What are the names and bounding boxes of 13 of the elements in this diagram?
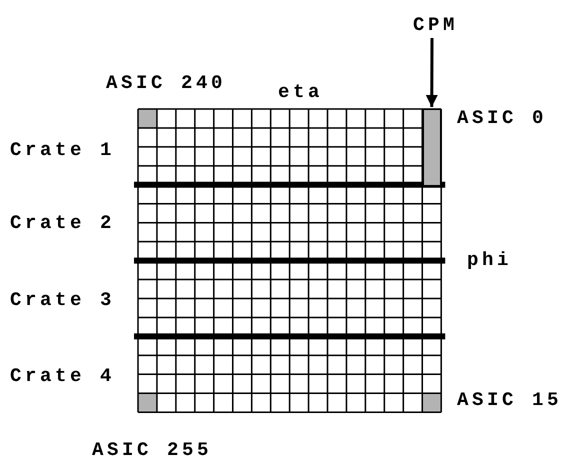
crate-label: Crate 3: [10, 290, 116, 310]
axis-label: eta: [278, 82, 324, 102]
axis-label: phi: [467, 250, 512, 270]
arrow: [426, 38, 438, 107]
crate-label: Crate 4: [10, 366, 116, 386]
crate-label: Crate 1: [10, 140, 116, 160]
cpm-column: [422, 109, 442, 185]
corner-label: ASIC 0: [457, 108, 548, 128]
corner-label: ASIC 240: [106, 73, 226, 93]
corner-label: ASIC 255: [92, 440, 212, 459]
crate-label: Crate 2: [10, 213, 116, 233]
corner-label: ASIC 15: [457, 390, 562, 410]
callout-label: CPM: [413, 15, 458, 35]
